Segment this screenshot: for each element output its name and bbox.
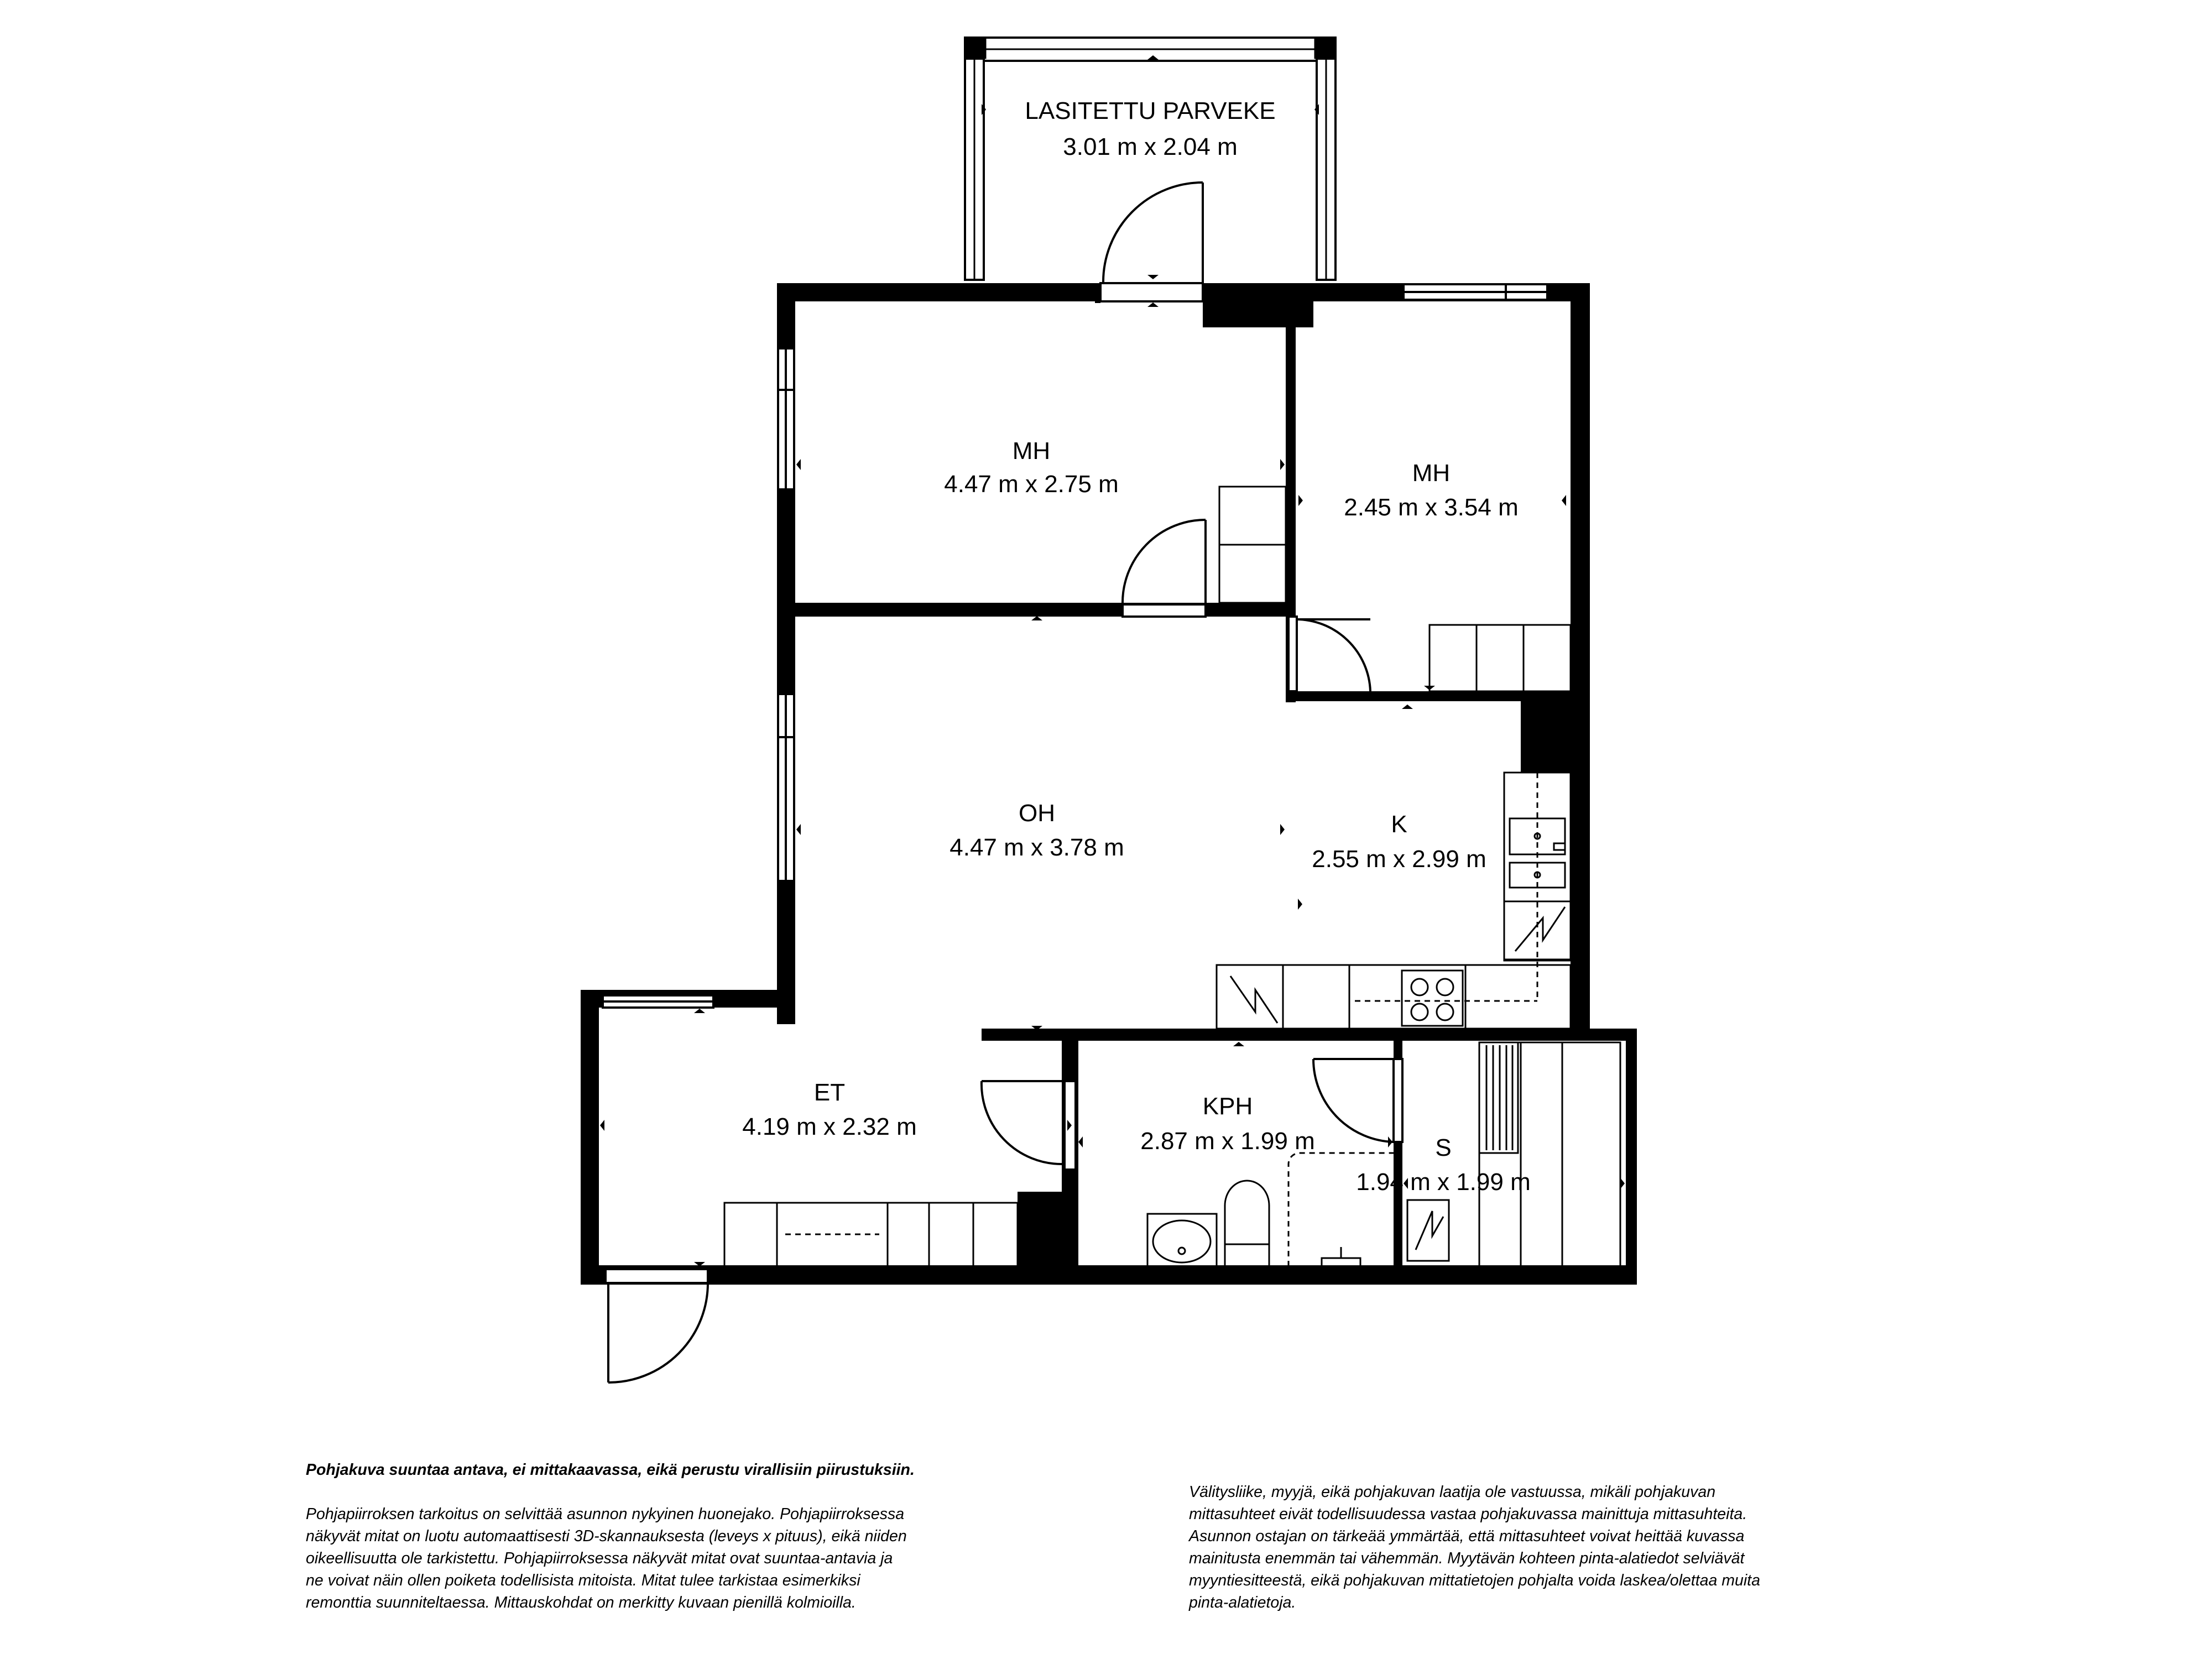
fixtures — [723, 486, 1621, 1267]
disclaimer-left-line: ne voivat näin ollen poiketa todellisist… — [306, 1572, 860, 1589]
disclaimer-right: Välitysliike, myyjä, eikä pohjakuvan laa… — [1189, 1481, 1936, 1614]
room-labels: LASITETTU PARVEKE 3.01 m x 2.04 m MH 4.4… — [742, 97, 1530, 1196]
bedroom2-size: 2.45 m x 3.54 m — [1344, 494, 1518, 521]
sauna-name: S — [1435, 1134, 1451, 1161]
disclaimer-right-line: pinta-alatietoja. — [1189, 1594, 1296, 1611]
disclaimer-right-line: myyntiesitteestä, eikä pohjakuvan mittat… — [1189, 1572, 1760, 1589]
disclaimer-left-line: näkyvät mitat on luotu automaattisesti 3… — [306, 1527, 907, 1545]
bedroom2-name: MH — [1412, 460, 1450, 487]
disclaimer-left-text: Pohjapiirroksen tarkoitus on selvittää a… — [306, 1503, 1119, 1614]
bathroom-name: KPH — [1203, 1093, 1253, 1120]
disclaimer-left-line: oikeellisuutta ole tarkistettu. Pohjapii… — [306, 1550, 893, 1567]
balcony-outline — [964, 36, 1337, 281]
disclaimer-heading: Pohjakuva suuntaa antava, ei mittakaavas… — [306, 1461, 915, 1479]
living-size: 4.47 m x 3.78 m — [950, 834, 1124, 861]
disclaimer-right-line: mainitusta enemmän tai vähemmän. Myytävä… — [1189, 1550, 1745, 1567]
disclaimer-left-line: remonttia suunniteltaessa. Mittauskohdat… — [306, 1594, 856, 1611]
balcony-size: 3.01 m x 2.04 m — [1063, 133, 1237, 160]
windows — [602, 283, 1548, 1171]
doors — [604, 181, 1404, 1384]
kitchen-name: K — [1391, 811, 1407, 838]
disclaimer-right-line: Välitysliike, myyjä, eikä pohjakuvan laa… — [1189, 1483, 1716, 1501]
bedroom1-size: 4.47 m x 2.75 m — [944, 471, 1118, 498]
entry-name: ET — [814, 1079, 845, 1106]
balcony-name: LASITETTU PARVEKE — [1025, 97, 1275, 124]
kitchen-size: 2.55 m x 2.99 m — [1312, 846, 1486, 873]
disclaimer-left-line: Pohjapiirroksen tarkoitus on selvittää a… — [306, 1505, 905, 1523]
sauna-size: 1.94 m x 1.99 m — [1356, 1168, 1530, 1196]
bedroom1-name: MH — [1013, 437, 1050, 465]
living-name: OH — [1019, 800, 1055, 827]
disclaimer-right-line: Asunnon ostajan on tärkeää ymmärtää, ett… — [1189, 1527, 1745, 1545]
disclaimer-right-line: mittasuhteet eivät todellisuudessa vasta… — [1189, 1505, 1747, 1523]
measurement-markers — [600, 55, 1625, 1266]
disclaimer-left: Pohjakuva suuntaa antava, ei mittakaavas… — [306, 1459, 1119, 1614]
entry-size: 4.19 m x 2.32 m — [742, 1113, 916, 1140]
bathroom-size: 2.87 m x 1.99 m — [1140, 1128, 1314, 1155]
